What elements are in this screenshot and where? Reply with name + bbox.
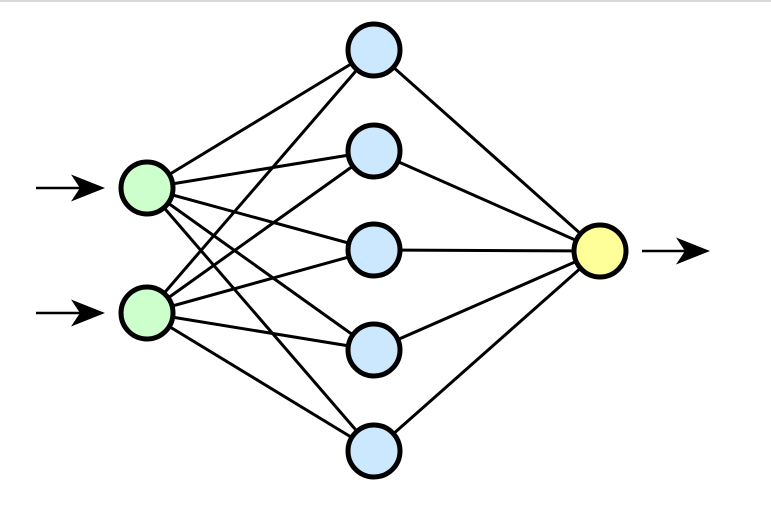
edge-input1-hidden2 — [146, 149, 375, 190]
edge-hidden5-output1 — [373, 249, 601, 453]
edge-hidden1-output1 — [373, 48, 601, 253]
edge-input2-hidden4 — [146, 311, 375, 352]
hidden-node-5 — [345, 422, 403, 480]
hidden-node-2 — [345, 122, 403, 180]
edge-hidden2-output1 — [373, 149, 601, 253]
edge-input2-hidden5 — [146, 311, 375, 453]
hidden-node-4 — [345, 321, 403, 379]
edge-input1-hidden1 — [146, 48, 375, 190]
input-node-1 — [118, 159, 176, 217]
edge-input1-hidden4 — [146, 186, 375, 352]
edge-input2-hidden3 — [146, 248, 375, 315]
edge-hidden4-output1 — [373, 249, 601, 352]
edge-input2-hidden1 — [145, 49, 376, 314]
input-arrow-2-arrowhead-icon — [71, 299, 105, 327]
edge-input2-hidden2 — [146, 149, 375, 315]
hidden-node-1 — [345, 21, 403, 79]
output-arrow-1-arrowhead-icon — [676, 237, 710, 265]
top-border-line — [0, 0, 771, 2]
edge-input1-hidden5 — [145, 187, 376, 452]
edge-input1-hidden3 — [146, 186, 375, 252]
input-arrow-1-arrowhead-icon — [71, 174, 105, 202]
edge-hidden3-output1 — [373, 248, 601, 253]
input-node-2 — [118, 284, 176, 342]
hidden-node-3 — [345, 221, 403, 279]
output-node-1 — [571, 222, 629, 280]
